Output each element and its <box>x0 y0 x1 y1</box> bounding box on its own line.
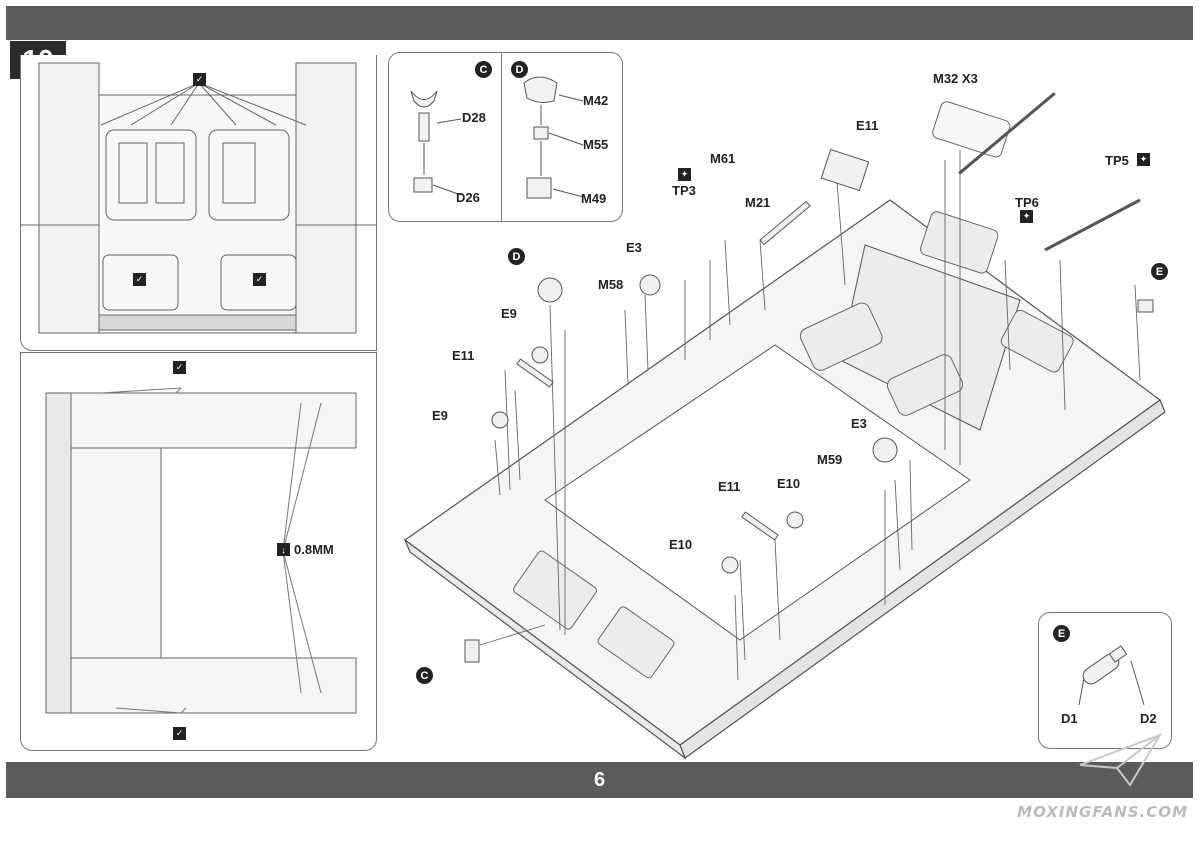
callout-c-icon: C <box>475 61 492 78</box>
header-band <box>6 6 1193 40</box>
frame-top-view-panel: ✓ ✓ ↓ 0.8MM <box>20 352 377 751</box>
part-label-m61: M61 <box>710 151 736 166</box>
watermark-text: MOXINGFANS.COM <box>1017 803 1188 821</box>
part-label-e3-left: E3 <box>626 240 642 255</box>
subassembly-cd-drawing <box>410 76 584 199</box>
part-label-d28: D28 <box>462 110 486 125</box>
drill-icon: ✓ <box>173 361 186 374</box>
part-label-m55: M55 <box>583 137 609 152</box>
part-label-e10-a: E10 <box>777 476 801 491</box>
hull-top-view-drawing <box>21 62 376 334</box>
page-number: 6 <box>593 768 606 791</box>
callout-e-icon: E <box>1151 263 1168 280</box>
drill-icon: ✓ <box>253 273 266 286</box>
drill-size-label: 0.8MM <box>294 542 334 557</box>
part-label-e3-right: E3 <box>851 416 867 431</box>
part-label-tp6: TP6 <box>1015 195 1039 210</box>
frame-top-view-drawing <box>45 387 357 714</box>
subassembly-cd-box: C D D28 D26 M42 M55 M49 <box>388 52 623 222</box>
box-divider <box>501 53 502 221</box>
part-label-m21: M21 <box>745 195 771 210</box>
part-label-e11-top: E11 <box>856 118 879 133</box>
part-label-e11-bottom: E11 <box>718 479 741 494</box>
part-label-m58: M58 <box>598 277 624 292</box>
paper-plane-logo-icon <box>1079 733 1163 787</box>
part-label-d26: D26 <box>456 190 480 205</box>
part-label-tp3: TP3 <box>672 183 696 198</box>
callout-c-icon: C <box>416 667 433 684</box>
part-label-d1: D1 <box>1061 711 1078 726</box>
subassembly-e-box: E D1 D2 <box>1038 612 1172 749</box>
subassembly-e-drawing <box>1078 645 1145 706</box>
main-hull-assembly-drawing <box>403 92 1166 760</box>
part-label-m42: M42 <box>583 93 609 108</box>
drill-icon: ↓ <box>277 543 290 556</box>
drill-icon: ✓ <box>173 727 186 740</box>
part-label-m59: M59 <box>817 452 843 467</box>
page-number-band: 6 <box>6 762 1193 798</box>
part-label-e9-a: E9 <box>501 306 517 321</box>
part-label-tp5: TP5 <box>1105 153 1129 168</box>
part-label-d2: D2 <box>1140 711 1157 726</box>
photoetch-icon: ✦ <box>678 168 691 181</box>
hull-top-view-panel: ✓ ✓ ✓ <box>20 55 377 351</box>
part-label-e11-left: E11 <box>452 348 475 363</box>
callout-e-icon: E <box>1053 625 1070 642</box>
part-label-e9-b: E9 <box>432 408 448 423</box>
part-label-m49: M49 <box>581 191 607 206</box>
photoetch-icon: ✦ <box>1020 210 1033 223</box>
photoetch-icon: ✦ <box>1137 153 1150 166</box>
drill-icon: ✓ <box>193 73 206 86</box>
part-label-e10-b: E10 <box>669 537 693 552</box>
drill-icon: ✓ <box>133 273 146 286</box>
callout-d-icon: D <box>508 248 525 265</box>
part-label-m32: M32 X3 <box>933 71 978 86</box>
callout-d-icon: D <box>511 61 528 78</box>
